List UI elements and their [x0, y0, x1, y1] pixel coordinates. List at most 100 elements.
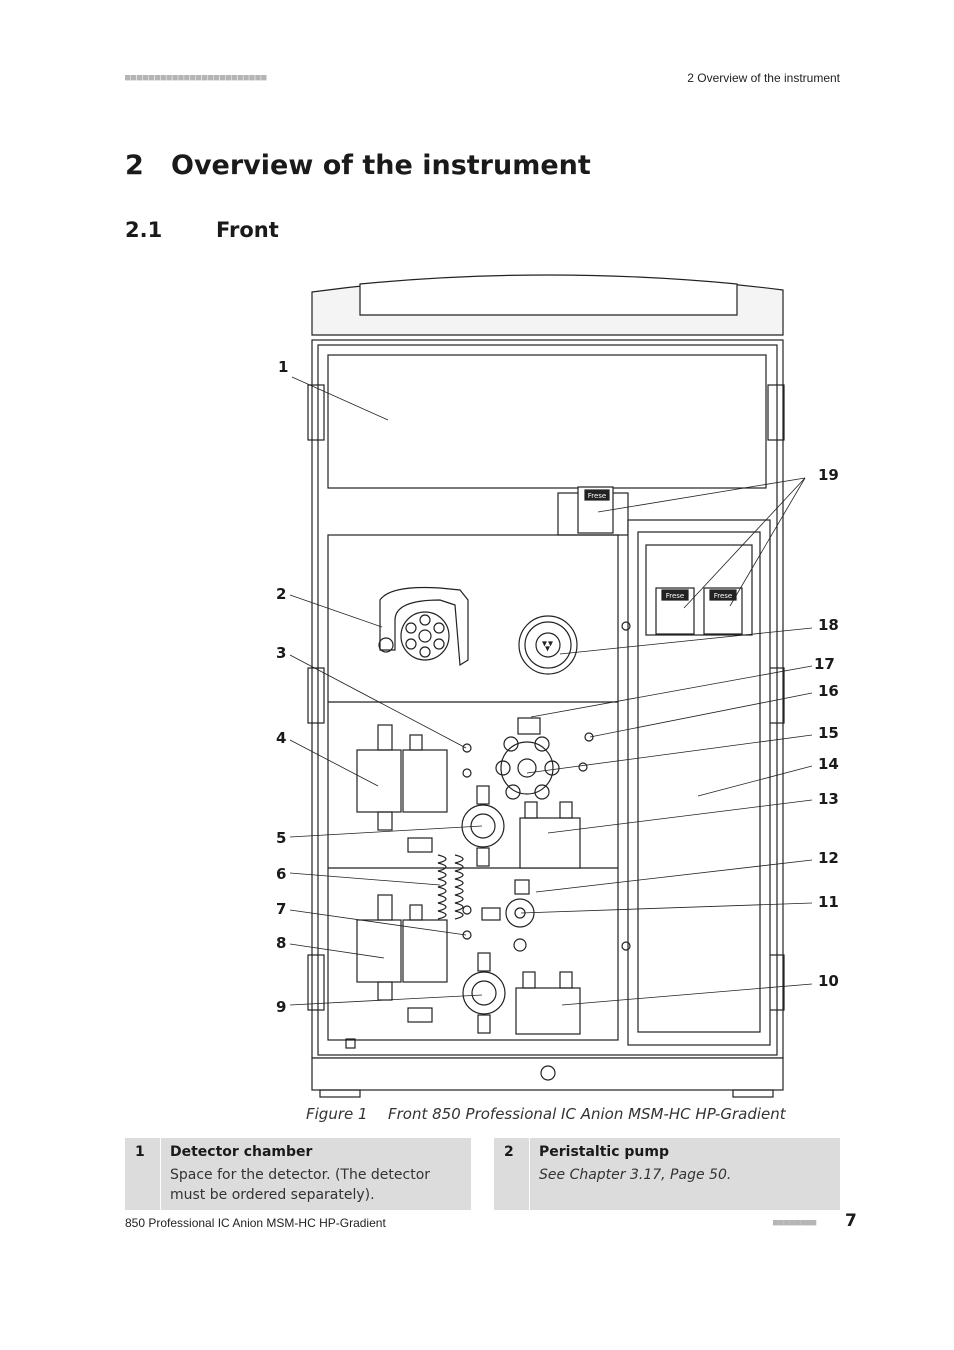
- callout-12: 12: [818, 849, 839, 867]
- legend-title: Peristaltic pump: [539, 1144, 669, 1160]
- callout-4: 4: [276, 729, 286, 747]
- valve-fitting: [517, 717, 541, 735]
- callout-10: 10: [818, 972, 839, 990]
- callout-3: 3: [276, 644, 286, 662]
- legend-number: 1: [135, 1144, 145, 1160]
- fitting: [407, 1007, 433, 1023]
- leader-19a: [597, 477, 806, 513]
- legend-item: 2 Peristaltic pump See Chapter 3.17, Pag…: [494, 1138, 840, 1210]
- injection-valve-upper: [500, 741, 554, 795]
- legend-title: Detector chamber: [170, 1144, 313, 1160]
- callout-5: 5: [276, 829, 286, 847]
- left-module-panel: [327, 534, 619, 1041]
- fitting: [409, 904, 423, 921]
- callout-18: 18: [818, 616, 839, 634]
- peristaltic-pump-hub: [418, 629, 432, 643]
- connector: [462, 768, 472, 778]
- fitting: [409, 734, 423, 751]
- chapter-number: 2: [125, 150, 144, 181]
- purge-valve-upper: [402, 749, 448, 813]
- pump-head-lower: [462, 971, 506, 1015]
- left-hinge-mid: [307, 667, 325, 724]
- section-title: Front: [216, 218, 279, 242]
- figure-caption-text: Front 850 Professional IC Anion MSM-HC H…: [388, 1105, 786, 1123]
- leader-3: [289, 654, 467, 749]
- leader-8: [289, 943, 385, 959]
- callout-7: 7: [276, 900, 286, 918]
- right-door-inner: [637, 531, 761, 1033]
- fitting: [477, 952, 491, 972]
- callout-9: 9: [276, 998, 286, 1016]
- figure-caption-label: Figure 1: [306, 1105, 368, 1123]
- valve-port: [503, 736, 519, 752]
- pulsation-damper-lower: [356, 919, 402, 983]
- callout-19: 19: [818, 466, 839, 484]
- leader-5: [289, 825, 483, 838]
- coil: [454, 854, 464, 920]
- leader-18: [559, 627, 813, 655]
- pump-lever: [378, 637, 394, 653]
- tag-right-text: Frese: [714, 592, 733, 600]
- connector: [462, 743, 472, 753]
- legend-number: 2: [504, 1144, 514, 1160]
- pump-head-upper-inner: [470, 813, 496, 839]
- callout-15: 15: [818, 724, 839, 742]
- legend-item: 1 Detector chamber Space for the detecto…: [125, 1138, 471, 1210]
- valve-port: [534, 736, 550, 752]
- connector: [584, 732, 594, 742]
- detector-chamber: [327, 354, 767, 489]
- leader-7: [289, 909, 467, 936]
- pump-roller: [433, 622, 445, 634]
- pump-roller: [405, 638, 417, 650]
- injection-valve-lower: [505, 898, 535, 928]
- stirrer-inner: [524, 621, 572, 669]
- valve-fitting: [481, 907, 501, 921]
- purge-valve-lower: [402, 919, 448, 983]
- foot: [732, 1089, 774, 1098]
- valve-fitting: [514, 879, 530, 895]
- callout-1: 1: [278, 358, 288, 376]
- connector: [578, 762, 588, 772]
- callout-8: 8: [276, 934, 286, 952]
- leader-6: [289, 872, 441, 886]
- callout-17: 17: [814, 655, 835, 673]
- bottle-lower: [515, 987, 581, 1035]
- door-screw: [621, 941, 631, 951]
- running-header: 2 Overview of the instrument: [687, 71, 840, 85]
- fitting: [407, 837, 433, 853]
- leader-13: [547, 799, 813, 834]
- tag-top-text: Frese: [588, 492, 607, 500]
- valve-port: [544, 760, 560, 776]
- power-indicator: [345, 1038, 356, 1049]
- bottle-fitting: [524, 801, 538, 819]
- bottle-fitting: [522, 971, 536, 989]
- right-hinge-top: [767, 384, 785, 441]
- stirrer-center: [535, 632, 561, 658]
- leader-4: [289, 739, 379, 787]
- callout-13: 13: [818, 790, 839, 808]
- leader-19b: [683, 477, 806, 609]
- coil: [437, 854, 447, 920]
- valve-port: [513, 938, 527, 952]
- footer-product: 850 Professional IC Anion MSM-HC HP-Grad…: [125, 1216, 386, 1230]
- fitting: [377, 894, 393, 921]
- door-screw: [621, 621, 631, 631]
- leader-2: [289, 594, 383, 628]
- footer-decoration: ■■■■■■■■: [773, 1218, 817, 1228]
- page-number: 7: [845, 1211, 857, 1231]
- instrument-front-drawing: Frese: [276, 274, 839, 1098]
- chapter-heading: 2 Overview of the instrument: [125, 150, 591, 181]
- chapter-title: Overview of the instrument: [171, 150, 591, 181]
- leader-10: [561, 983, 813, 1006]
- callout-numbers: 1 2 3 4 5 6 7 8 9 10 11 12 13 14 15 16 1…: [276, 358, 839, 1016]
- instrument-base: [311, 1057, 784, 1091]
- lid-window: [359, 274, 738, 316]
- connector: [462, 930, 472, 940]
- pump-roller: [419, 614, 431, 626]
- fitting: [476, 847, 490, 867]
- leader-11: [520, 902, 813, 914]
- legend-separator: [529, 1138, 530, 1210]
- valve-port: [534, 784, 550, 800]
- pump-roller: [419, 646, 431, 658]
- bottle-fitting: [559, 801, 573, 819]
